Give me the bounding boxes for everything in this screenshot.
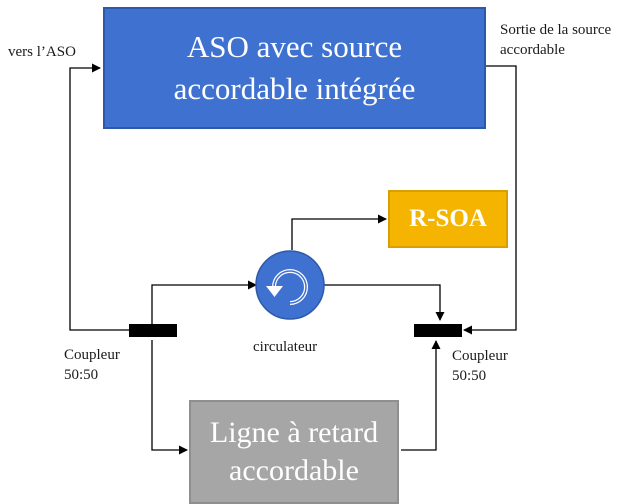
source-output-line2: accordable bbox=[500, 42, 565, 58]
left-coupler-label: Coupleur 50:50 bbox=[64, 345, 120, 385]
aso-label-line2: accordable intégrée bbox=[173, 71, 416, 106]
rsoa-box: R-SOA bbox=[388, 190, 508, 248]
right-coupler-line2: 50:50 bbox=[452, 368, 487, 384]
aso-label-line1: ASO avec source bbox=[186, 29, 403, 64]
line-coupler-to-circulator bbox=[151, 280, 257, 330]
circulator-icon bbox=[255, 250, 325, 320]
source-output-line1: Sortie de la source bbox=[500, 22, 612, 38]
source-output-label: Sortie de la source accordable bbox=[500, 20, 611, 60]
line-circulator-to-coupler bbox=[324, 284, 445, 321]
left-coupler-line2: 50:50 bbox=[64, 367, 99, 383]
left-coupler bbox=[129, 324, 177, 337]
line-coupler-to-delay bbox=[151, 340, 188, 455]
line-coupler-to-aso bbox=[69, 63, 130, 331]
line-circulator-to-rsoa bbox=[291, 214, 387, 250]
line-aso-to-coupler bbox=[463, 65, 517, 335]
aso-tunable-source-box: ASO avec source accordable intégrée bbox=[103, 7, 486, 129]
line-delay-to-coupler bbox=[401, 340, 441, 451]
right-coupler bbox=[414, 324, 462, 337]
to-aso-label: vers l’ASO bbox=[8, 42, 76, 62]
right-coupler-label: Coupleur 50:50 bbox=[452, 346, 508, 386]
delay-label-line2: accordable bbox=[229, 454, 359, 487]
right-coupler-line1: Coupleur bbox=[452, 348, 508, 364]
delay-line-box: Ligne à retard accordable bbox=[189, 400, 399, 504]
rsoa-label: R-SOA bbox=[409, 205, 487, 232]
to-aso-text: vers l’ASO bbox=[8, 44, 76, 60]
left-coupler-line1: Coupleur bbox=[64, 347, 120, 363]
circulator-text: circulateur bbox=[253, 339, 318, 355]
delay-label-line1: Ligne à retard bbox=[209, 416, 379, 449]
circulator-label: circulateur bbox=[253, 337, 317, 357]
